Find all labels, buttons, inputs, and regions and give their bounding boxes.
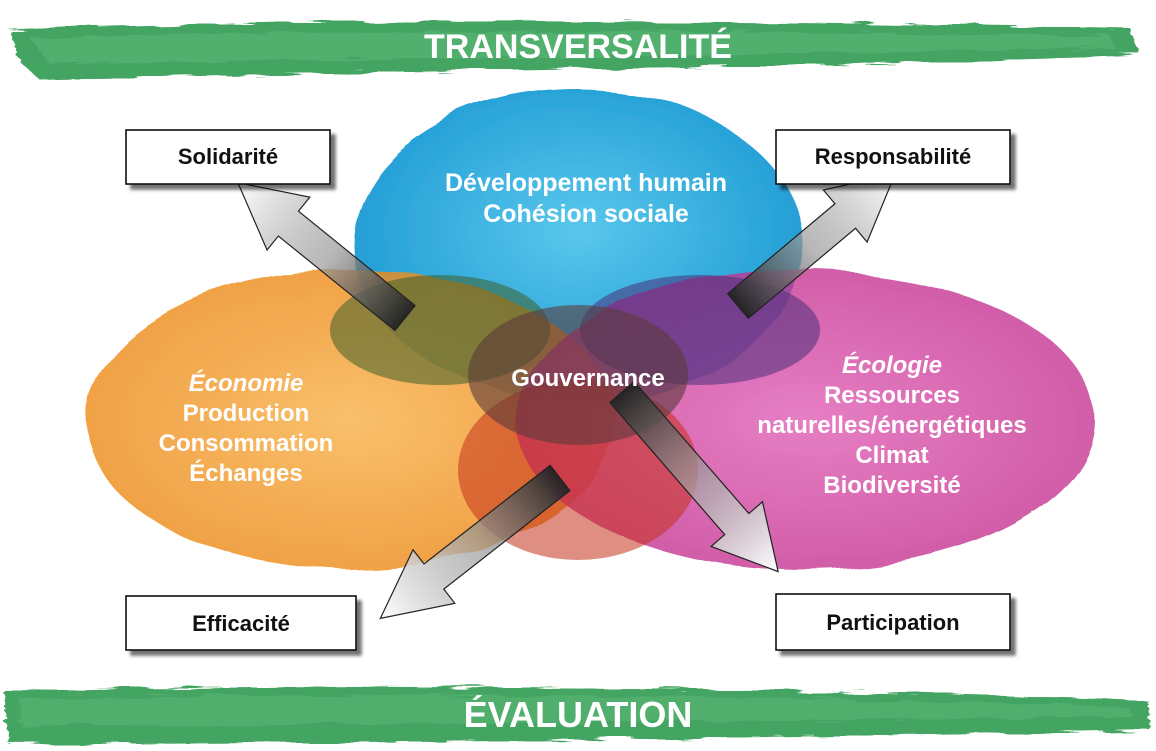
arrows: [236, 173, 897, 620]
economy-sphere-text: Économie Production Consommation Échange…: [159, 369, 334, 487]
top-banner: TRANSVERSALITÉ: [10, 21, 1140, 80]
arrow-participation-shape: [609, 380, 779, 573]
box-responsibility-label: Responsabilité: [815, 144, 971, 169]
ecology-title: Écologie: [842, 351, 942, 379]
arrow-solidarity-shape: [236, 181, 416, 332]
social-line-1: Développement humain: [445, 169, 727, 197]
social-line-2: Cohésion sociale: [483, 200, 689, 228]
top-banner-stroke-light: [30, 31, 1115, 64]
arrow-participation: [609, 380, 779, 573]
ecology-sphere-text: Écologie Ressources naturelles/énergétiq…: [757, 351, 1026, 499]
box-efficiency: [125, 595, 357, 651]
bottom-banner-stroke-light: [20, 695, 1130, 726]
arrow-solidarity: [236, 181, 416, 332]
ecology-line-2: naturelles/énergétiques: [757, 412, 1026, 439]
arrow-efficiency: [379, 464, 571, 620]
economy-title: Économie: [189, 369, 304, 397]
box-responsibility-frame: [775, 129, 1011, 185]
economy-line-2: Consommation: [159, 430, 334, 457]
economy-line-3: Échanges: [189, 459, 302, 487]
box-efficiency-frame: [125, 595, 357, 651]
box-solidarity-frame: [125, 129, 331, 185]
bottom-banner: ÉVALUATION: [5, 686, 1150, 745]
economy-line-1: Production: [183, 400, 310, 427]
box-solidarity-label: Solidarité: [178, 144, 278, 169]
ecology-line-4: Biodiversité: [823, 472, 960, 499]
box-efficiency-label: Efficacité: [192, 611, 290, 636]
ecology-line-3: Climat: [855, 442, 928, 469]
top-banner-label: TRANSVERSALITÉ: [424, 28, 732, 66]
box-participation-frame: [775, 593, 1011, 651]
box-participation: [775, 593, 1011, 651]
box-responsibility: [775, 129, 1011, 185]
arrow-responsibility: [726, 173, 897, 320]
social-sphere-text: Développement humain Cohésion sociale: [445, 169, 727, 228]
arrow-efficiency-shape: [379, 464, 571, 620]
box-participation-label: Participation: [826, 610, 959, 635]
box-solidarity: [125, 129, 331, 185]
arrow-responsibility-shape: [726, 173, 897, 320]
bottom-banner-label: ÉVALUATION: [464, 694, 693, 735]
ecology-line-1: Ressources: [824, 382, 960, 409]
center-label-governance: Gouvernance: [511, 365, 664, 392]
